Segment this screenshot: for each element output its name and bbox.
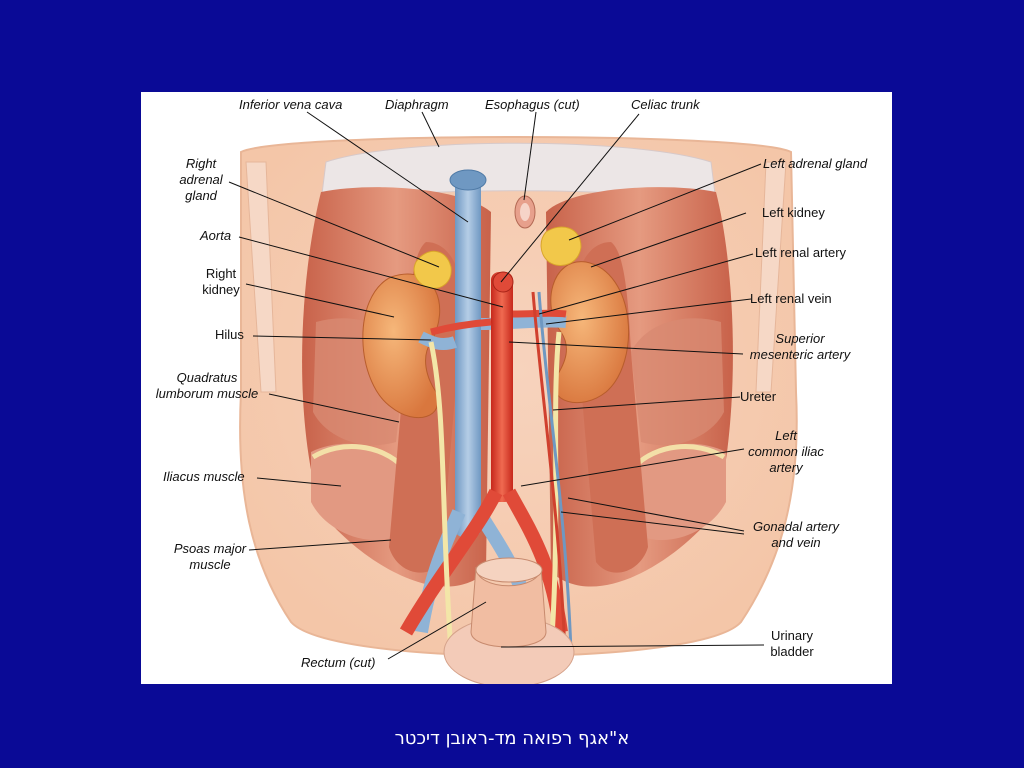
label-inferior-vena-cava: Inferior vena cava <box>239 97 343 112</box>
label-line: Quadratus <box>176 370 238 385</box>
label-iliacus-muscle: Iliacus muscle <box>163 469 245 484</box>
label-gonadal-artery-vein: Gonadal artery and vein <box>744 519 848 551</box>
label-line: gland <box>185 188 217 203</box>
iliacus-shape <box>311 443 726 541</box>
label-line: lumborum muscle <box>155 386 259 401</box>
label-quadratus-lumborum: Quadratus lumborum muscle <box>147 370 267 402</box>
label-line: Right <box>185 156 217 171</box>
label-line: Psoas major <box>173 541 247 556</box>
label-line: artery <box>769 460 803 475</box>
ureters <box>428 291 573 653</box>
label-line: Gonadal artery <box>753 519 839 534</box>
label-left-renal-vein: Left renal vein <box>750 291 832 306</box>
label-line: Superior <box>775 331 825 346</box>
label-line: bladder <box>770 644 814 659</box>
label-right-kidney: Right kidney <box>196 266 246 298</box>
label-line: kidney <box>202 282 240 297</box>
label-line: Right <box>205 266 237 281</box>
anatomy-figure: Inferior vena cava Diaphragm Esophagus (… <box>141 92 892 684</box>
leader-lines <box>228 111 765 660</box>
label-diaphragm: Diaphragm <box>385 97 449 112</box>
kidneys <box>362 261 630 419</box>
label-celiac-trunk: Celiac trunk <box>631 97 700 112</box>
label-right-adrenal-gland: Right adrenal gland <box>171 156 231 204</box>
label-line: Left <box>775 428 797 443</box>
label-rectum: Rectum (cut) <box>301 655 376 670</box>
label-hilus: Hilus <box>215 327 244 342</box>
label-line: and vein <box>771 535 821 550</box>
label-superior-mesenteric-artery: Superior mesenteric artery <box>739 331 861 363</box>
label-line: mesenteric artery <box>749 347 851 362</box>
label-left-renal-artery: Left renal artery <box>755 245 847 260</box>
esophagus-shape <box>514 195 536 229</box>
label-aorta: Aorta <box>200 228 232 243</box>
footer-credit: א"אגף רפואה מד-ראובן דיכטר <box>394 728 630 749</box>
quadratus-lumborum-shape <box>313 318 724 446</box>
rectum-bladder <box>443 557 575 684</box>
label-line: adrenal <box>179 172 223 187</box>
label-left-common-iliac-artery: Left common iliac artery <box>739 428 833 476</box>
anatomy-illustration <box>228 111 798 684</box>
label-left-kidney: Left kidney <box>762 205 825 220</box>
label-line: common iliac <box>748 444 824 459</box>
label-psoas-major: Psoas major muscle <box>165 541 255 573</box>
aorta-shape <box>399 271 568 636</box>
label-esophagus: Esophagus (cut) <box>485 97 580 112</box>
label-left-adrenal-gland: Left adrenal gland <box>763 156 868 171</box>
label-line: Urinary <box>771 628 813 643</box>
label-ureter: Ureter <box>740 389 777 404</box>
label-line: muscle <box>189 557 231 572</box>
label-urinary-bladder: Urinary bladder <box>764 628 820 660</box>
